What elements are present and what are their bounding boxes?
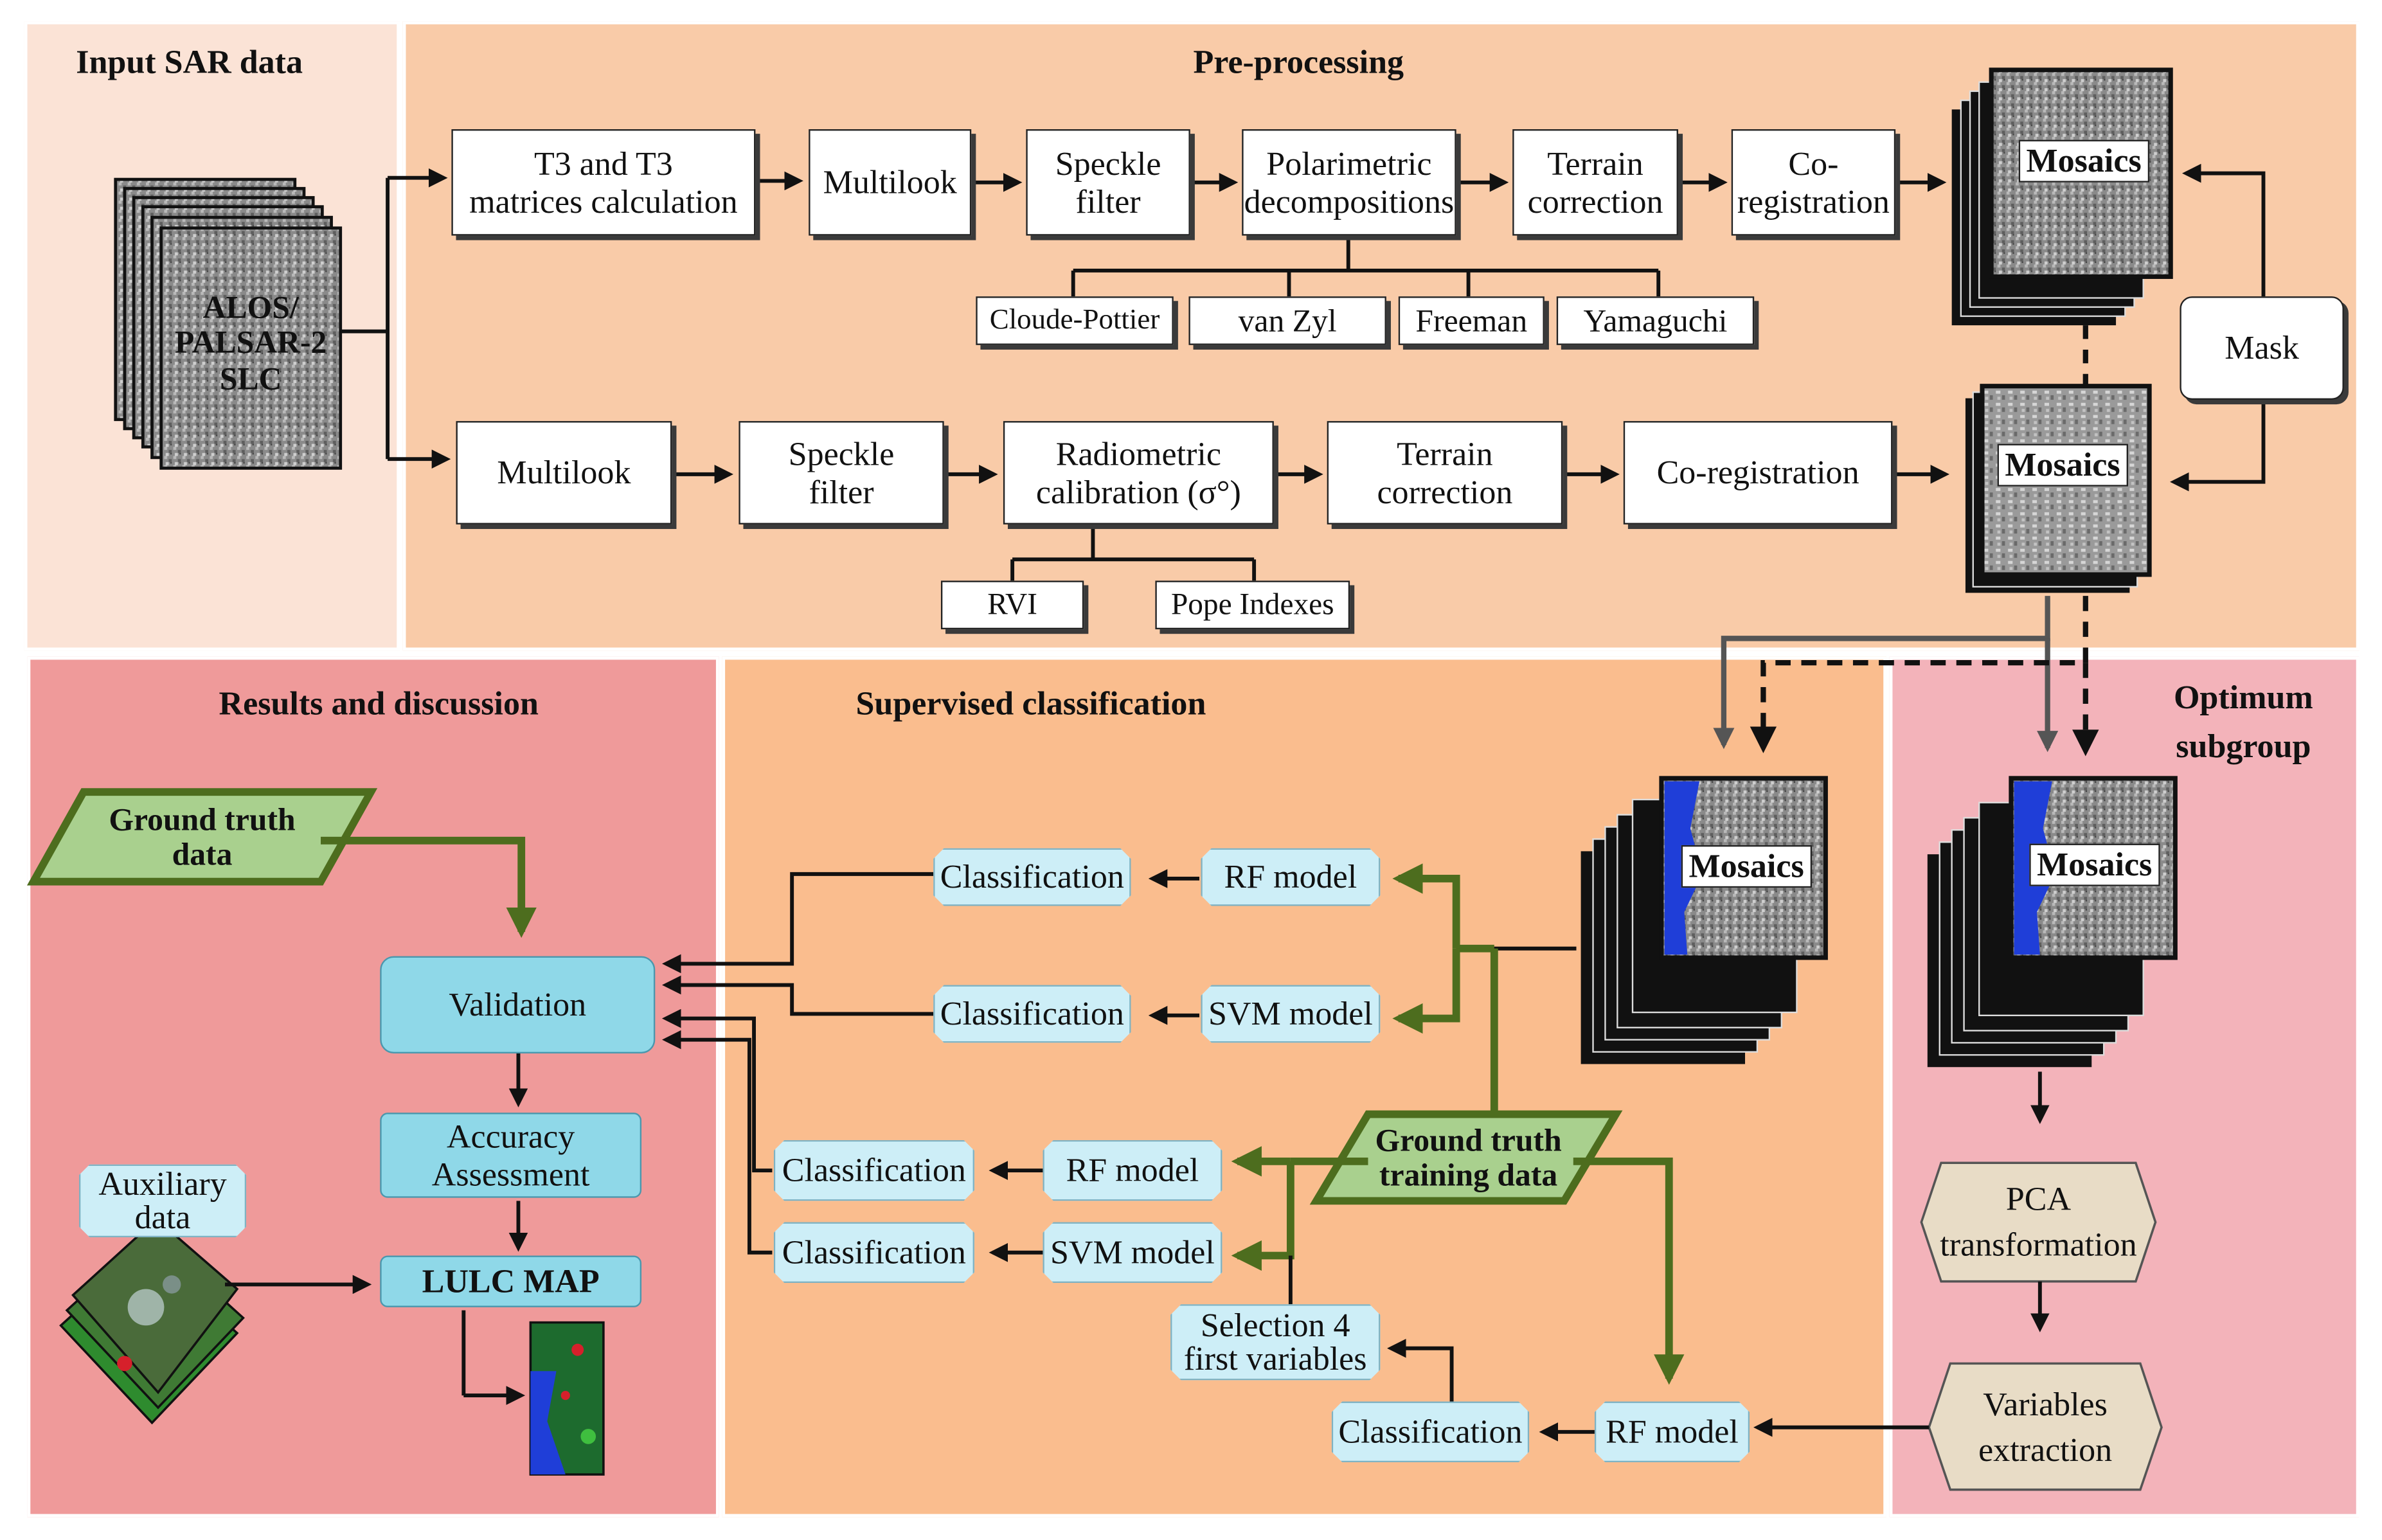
ground-truth-data-label: Ground truth data [109,801,296,873]
title-optimum: Optimum subgroup [2173,677,2313,765]
multilook-box-1: Multilook [809,129,972,236]
mosaics-label-2: Mosaics [1997,443,2128,487]
classification-svm-1: Classification [933,985,1131,1043]
classification-svm-2: Classification [774,1222,974,1283]
svm-model-2: SVM model [1043,1222,1222,1283]
rf-model-3: RF model [1595,1402,1750,1463]
selection-4-variables: Selection 4 first variables [1170,1304,1380,1380]
mosaic-stack-polarimetric [1951,67,2173,326]
terrain-correction-box-2: Terrain correction [1327,421,1563,524]
ground-truth-data-shape [26,788,378,886]
lulc-map-box: LULC MAP [380,1255,642,1307]
title-supervised: Supervised classification [855,684,1206,722]
input-stack-label: ALOS/ PALSAR-2 SLC [175,289,327,397]
rf-model-2: RF model [1043,1140,1222,1201]
mosaics-label-1: Mosaics [2018,139,2149,183]
mosaic-stack-classification [1581,776,1828,1064]
title-input-sar: Input SAR data [76,42,303,81]
input-stack [114,177,343,470]
lulc-map-image [529,1321,605,1476]
svm-model-1: SVM model [1201,985,1380,1043]
pca-transformation-label: PCA transformation [1940,1179,2137,1264]
index-pope: Pope Indexes [1155,580,1350,630]
variables-extraction-label: Variables extraction [1978,1384,2113,1468]
mosaic-stack-optimum [1927,776,2178,1068]
speckle-filter-box-1: Speckle filter [1026,129,1190,236]
coregistration-box-2: Co-registration [1623,421,1893,524]
terrain-correction-box-1: Terrain correction [1512,129,1678,236]
coregistration-box-1: Co- registration [1731,129,1896,236]
polarimetric-decompositions-box: Polarimetric decompositions [1242,129,1456,236]
ground-truth-training-label: Ground truth training data [1375,1122,1562,1194]
classification-rf-3: Classification [1332,1402,1529,1463]
validation-box: Validation [380,956,656,1053]
speckle-filter-box-2: Speckle filter [739,421,944,524]
auxiliary-data-box: Auxiliary data [79,1165,246,1238]
decomposition-cloude-pottier: Cloude-Pottier [976,296,1174,345]
t3-matrices-box: T3 and T3 matrices calculation [451,129,756,236]
classification-rf-2: Classification [774,1140,974,1201]
mosaic-stack-backscatter [1965,384,2152,593]
mask-box: Mask [2180,296,2344,400]
decomposition-freeman: Freeman [1398,296,1545,345]
accuracy-assessment-box: Accuracy Assessment [380,1113,642,1198]
rf-model-1: RF model [1201,848,1380,906]
decomposition-yamaguchi: Yamaguchi [1556,296,1755,345]
title-preprocessing: Pre-processing [1193,42,1404,81]
classification-rf-1: Classification [933,848,1131,906]
index-rvi: RVI [940,580,1084,630]
auxiliary-image-stack [59,1217,245,1425]
pca-hexagon [1920,1161,2157,1283]
mosaics-label-3: Mosaics [1681,845,1812,888]
multilook-box-2: Multilook [456,421,672,524]
mosaics-label-4: Mosaics [2029,843,2160,886]
decomposition-van-zyl: van Zyl [1188,296,1386,345]
radiometric-calibration-box: Radiometric calibration (σ°) [1003,421,1274,524]
title-results: Results and discussion [219,684,539,722]
ground-truth-training-shape [1309,1110,1623,1205]
